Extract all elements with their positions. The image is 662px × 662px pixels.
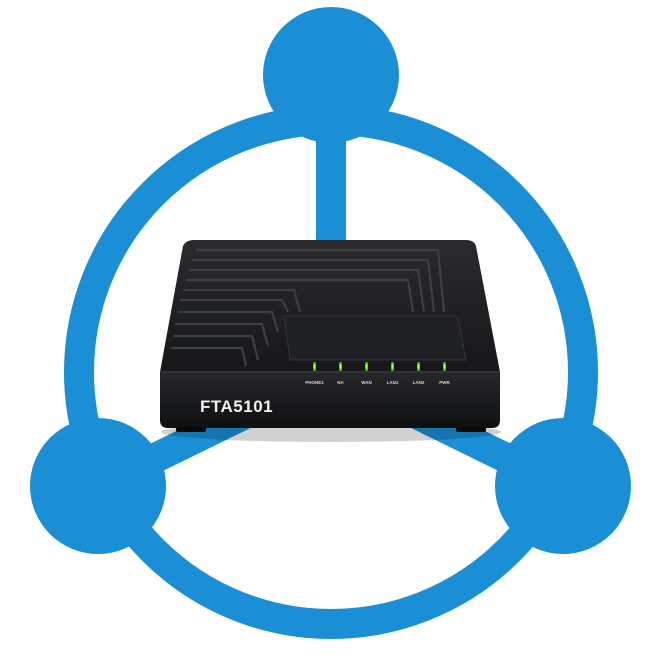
device-model-label: FTA5101: [200, 397, 273, 416]
led-wan: WAN: [361, 362, 372, 385]
led-label: PWR: [439, 380, 450, 385]
led-na: NA: [337, 362, 344, 385]
led-label: NA: [337, 380, 344, 385]
network-node-left: [30, 418, 166, 554]
led-lan1: LAN1: [387, 362, 399, 385]
led-phone1: PHONE1: [305, 362, 324, 385]
led-label: WAN: [361, 380, 372, 385]
router-vent-ridges: [171, 248, 446, 367]
led-label: LAN1: [387, 380, 399, 385]
network-node-right: [495, 418, 631, 554]
led-label: PHONE1: [305, 380, 324, 385]
led-label: LAN2: [413, 380, 425, 385]
led-lan2: LAN2: [413, 362, 425, 385]
router-top-panel: [283, 315, 467, 361]
router-device: FTA5101 PHONE1 NA WAN LAN1 LAN2: [160, 240, 501, 442]
led-indicators: PHONE1 NA WAN LAN1 LAN2 PWR: [305, 362, 450, 385]
led-pwr: PWR: [439, 362, 450, 385]
network-node-top: [263, 7, 399, 143]
router-front: [160, 372, 500, 428]
